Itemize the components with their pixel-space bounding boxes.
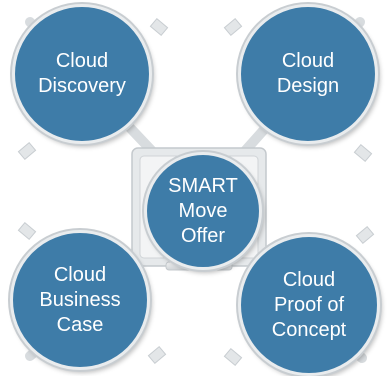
frame-tab <box>17 221 37 241</box>
frame-tab <box>355 225 375 245</box>
node-cloud-proof-of-concept: Cloud Proof of Concept <box>238 234 380 376</box>
node-smart-move-offer: SMART Move Offer <box>144 152 262 270</box>
frame-tab <box>17 141 37 161</box>
frame-tab <box>223 347 243 367</box>
node-cloud-discovery: Cloud Discovery <box>12 4 152 144</box>
node-cloud-business-case: Cloud Business Case <box>10 230 150 370</box>
node-label: Cloud Discovery <box>38 50 126 97</box>
frame-tab <box>223 17 243 37</box>
frame-tab <box>147 345 167 365</box>
frame-tabs <box>17 17 375 367</box>
node-label: Cloud Design <box>276 50 340 97</box>
node-label: SMART Move Offer <box>168 174 238 247</box>
node-label: Cloud Business Case <box>39 263 121 336</box>
frame-tab <box>353 143 373 163</box>
node-cloud-design: Cloud Design <box>238 4 378 144</box>
node-label: Cloud Proof of Concept <box>271 268 347 341</box>
frame-tab <box>149 17 169 37</box>
